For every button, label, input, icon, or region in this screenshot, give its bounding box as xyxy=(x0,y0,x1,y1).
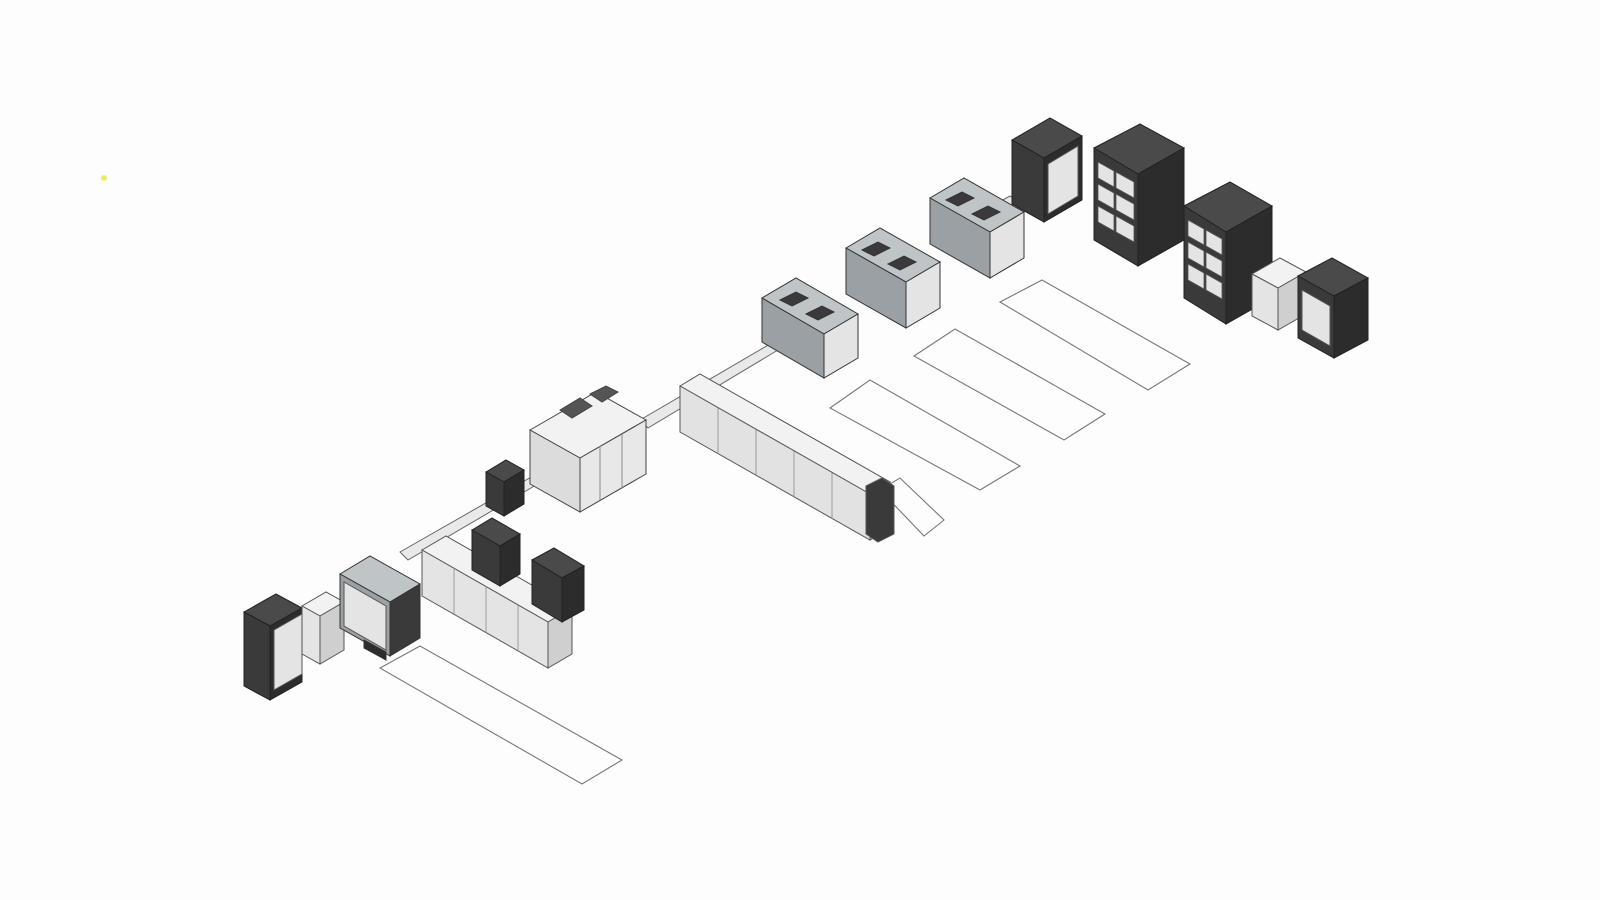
reflow-side xyxy=(579,419,647,513)
floor-zones xyxy=(378,279,1192,785)
placement-1 xyxy=(761,277,859,379)
indicator-dot xyxy=(101,175,107,181)
reflow-center xyxy=(528,385,648,513)
cabinet-top-a xyxy=(1010,117,1084,223)
module-left-1 xyxy=(300,591,346,665)
floor-zone-1 xyxy=(378,645,624,785)
module-left-2 xyxy=(339,555,421,661)
unloader-right xyxy=(1296,257,1370,359)
loader-left xyxy=(242,593,304,701)
placement-2 xyxy=(845,227,941,329)
cabinet-left-a xyxy=(485,459,525,517)
branch-end-cap xyxy=(865,477,895,543)
placement-3 xyxy=(929,177,1025,279)
loader-left-front xyxy=(243,611,271,701)
floor-zone-2 xyxy=(828,379,1022,491)
branch-dividers xyxy=(717,408,833,519)
floor-zone-5 xyxy=(879,477,945,537)
floor-zone-4 xyxy=(998,279,1192,391)
cabinet-left-b xyxy=(471,517,521,587)
line-branch-long xyxy=(679,373,895,543)
cabinet-left-c xyxy=(530,547,586,623)
floor-zone-3 xyxy=(912,328,1107,441)
tower-storage-1 xyxy=(1092,123,1186,267)
